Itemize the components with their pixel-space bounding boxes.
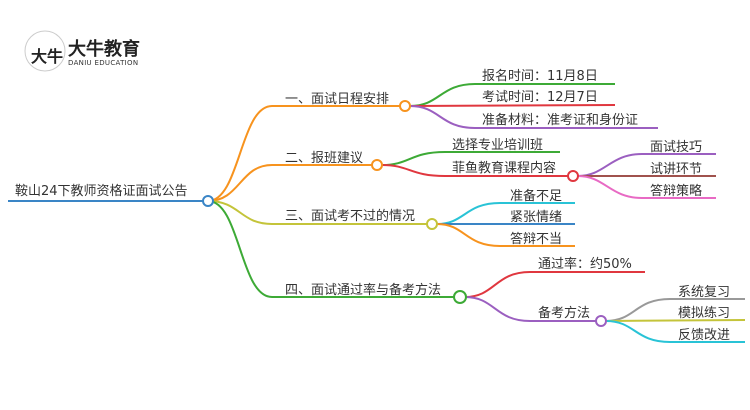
branch-2-child-2[interactable]: 菲鱼教育课程内容 xyxy=(452,160,556,176)
branch-3-topic[interactable]: 三、面试考不过的情况 xyxy=(285,208,415,224)
edge-1-2 xyxy=(409,104,616,107)
edge-branch-1 xyxy=(207,105,400,202)
branch-3-child-1[interactable]: 准备不足 xyxy=(510,188,562,204)
branch-2-collapse-toggle[interactable] xyxy=(371,159,383,171)
branch-2-topic[interactable]: 二、报班建议 xyxy=(285,151,363,166)
branch-4-collapse-toggle[interactable] xyxy=(453,290,467,304)
branch-2-grandchild-2[interactable]: 试讲环节 xyxy=(650,162,702,177)
branch-1-child-1[interactable]: 报名时间：11月8日 xyxy=(482,68,598,84)
branch-1-topic[interactable]: 一、面试日程安排 xyxy=(285,92,389,107)
branch-2-grandchild-1[interactable]: 面试技巧 xyxy=(650,140,702,155)
branch-4-grandchild-3[interactable]: 反馈改进 xyxy=(678,328,730,343)
logo-mark-icon xyxy=(24,30,66,72)
branch-4-child-2[interactable]: 备考方法 xyxy=(538,305,590,321)
logo-name-en: DANIU EDUCATION xyxy=(68,59,138,67)
branch-1-child-2[interactable]: 考试时间：12月7日 xyxy=(482,90,598,105)
edge-3-3 xyxy=(436,223,575,247)
branch-1-child-3[interactable]: 准备材料：准考证和身份证 xyxy=(482,112,638,128)
edge-2-2 xyxy=(381,164,568,177)
root-collapse-toggle[interactable] xyxy=(202,195,214,207)
edge-branch-2 xyxy=(207,164,372,202)
branch-4-grandchild-1[interactable]: 系统复习 xyxy=(678,285,730,300)
edge-4-2-2 xyxy=(605,319,746,322)
edge-1-3 xyxy=(409,105,658,129)
logo: 大牛 大牛教育 DANIU EDUCATION xyxy=(24,30,140,72)
logo-mark-text: 大牛 xyxy=(31,47,63,66)
branch-4-child-2-collapse-toggle[interactable] xyxy=(595,315,607,327)
branch-3-child-2[interactable]: 紧张情绪 xyxy=(510,210,562,225)
branch-4-child-1[interactable]: 通过率：约50% xyxy=(538,256,632,272)
edge-branch-3 xyxy=(207,200,427,225)
branch-2-child-1[interactable]: 选择专业培训班 xyxy=(452,137,543,153)
branch-2-grandchild-3[interactable]: 答辩策略 xyxy=(650,183,702,199)
branch-4-topic[interactable]: 四、面试通过率与备考方法 xyxy=(285,282,441,298)
branch-3-child-3[interactable]: 答辩不当 xyxy=(510,231,562,247)
edge-4-1 xyxy=(464,271,645,298)
branch-2-child-2-collapse-toggle[interactable] xyxy=(567,170,579,182)
branch-4-grandchild-2[interactable]: 模拟练习 xyxy=(678,306,730,321)
edge-2-2-3 xyxy=(577,175,716,199)
root-topic[interactable]: 鞍山24下教师资格证面试公告 xyxy=(15,183,188,199)
branch-1-collapse-toggle[interactable] xyxy=(399,100,411,112)
edge-branch-4 xyxy=(207,200,455,298)
logo-name-cn: 大牛教育 xyxy=(68,38,140,60)
edge-4-2-3 xyxy=(605,320,745,343)
edge-4-2 xyxy=(464,296,596,322)
branch-3-collapse-toggle[interactable] xyxy=(426,218,438,230)
